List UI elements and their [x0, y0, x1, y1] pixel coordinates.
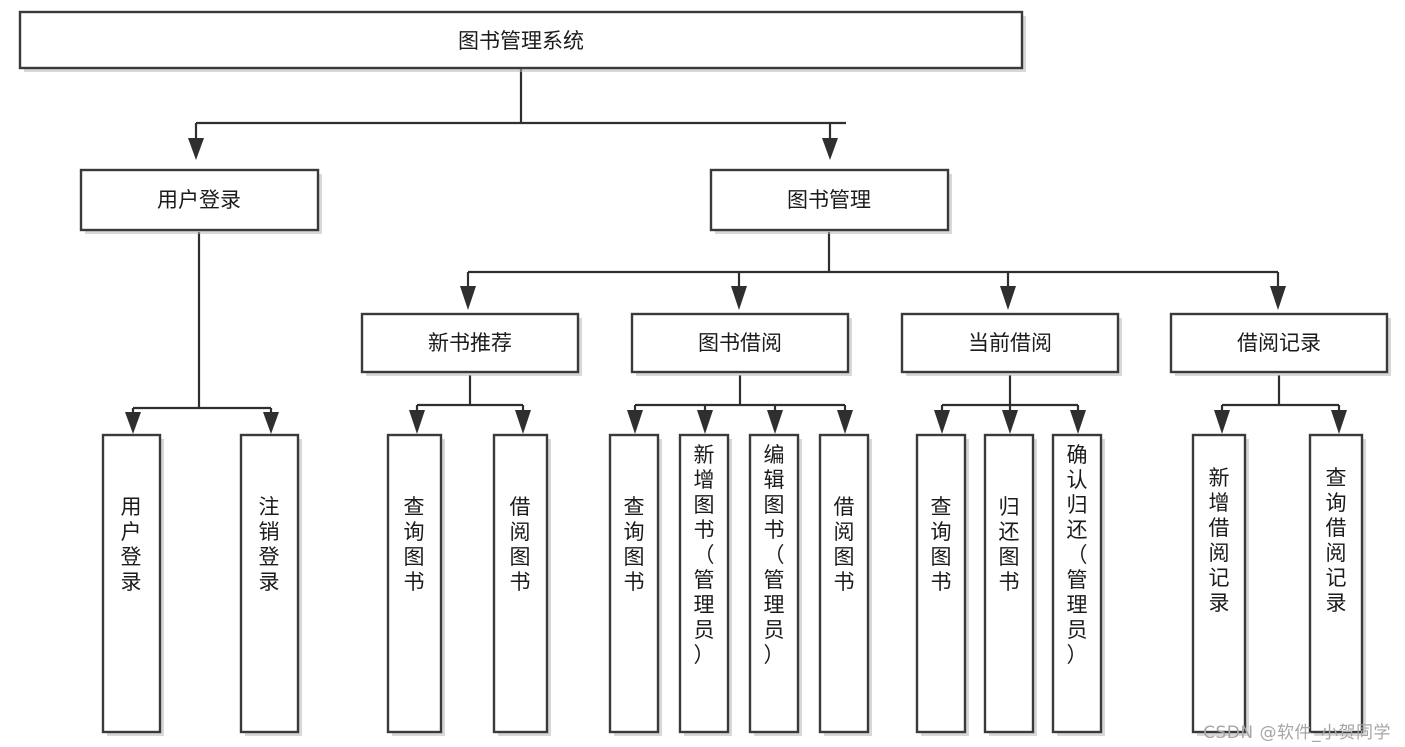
node-current-borrow[interactable]: 当前借阅	[900, 312, 1122, 376]
node-leaf-query-book-3-label: 查询图书	[931, 495, 952, 594]
node-leaf-edit-book-label: 编辑图书（管理员）	[764, 443, 785, 667]
node-user-login[interactable]: 用户登录	[79, 168, 322, 234]
node-new-book-recommend-box[interactable]	[360, 312, 580, 374]
arrow-userlogin-to-leaf-2	[263, 412, 279, 434]
node-leaf-logout-login-label: 注销登录	[259, 495, 280, 594]
node-borrow-record-box[interactable]	[1169, 312, 1389, 374]
watermark-text: CSDN @软件_小贺同学	[1203, 723, 1391, 743]
node-leaf-add-book-box[interactable]	[678, 433, 730, 734]
node-leaf-query-book-1-box[interactable]	[386, 433, 443, 734]
node-root[interactable]: 图书管理系统	[18, 10, 1026, 72]
node-borrow-record-label: 借阅记录	[1237, 331, 1321, 355]
node-leaf-borrow-book-2-box[interactable]	[818, 433, 870, 734]
node-leaf-confirm-return[interactable]: 确认归还（管理员）	[1051, 433, 1105, 736]
connector-group-user-login	[125, 232, 279, 434]
connector-group-borrow-record	[1214, 375, 1347, 434]
node-book-borrow-label: 图书借阅	[698, 331, 782, 355]
connector-group-current-borrow	[934, 375, 1086, 434]
arrow-borrowrecord-to-leaf-2	[1331, 410, 1347, 434]
node-leaf-confirm-return-box[interactable]	[1051, 433, 1103, 734]
connector-group-book-borrow	[627, 375, 853, 434]
node-leaf-edit-book-box[interactable]	[748, 433, 800, 734]
node-leaf-query-book-2-box[interactable]	[608, 433, 660, 734]
connector-group-new-book-recommend	[409, 375, 531, 434]
node-current-borrow-box[interactable]	[900, 312, 1120, 374]
node-leaf-borrow-book-2[interactable]: 借阅图书	[818, 433, 872, 736]
arrow-root-to-book-manage	[822, 138, 838, 160]
node-book-manage-label: 图书管理	[787, 188, 871, 212]
node-leaf-query-book-3-box[interactable]	[915, 433, 967, 734]
arrow-currentborrow-to-leaf-1	[934, 410, 950, 434]
node-leaf-logout-login-box[interactable]	[239, 433, 300, 734]
connector-group-book-manage	[460, 232, 1286, 310]
node-root-box[interactable]	[18, 10, 1024, 70]
node-leaf-query-record-box[interactable]	[1308, 433, 1364, 734]
node-leaf-user-login-box[interactable]	[101, 433, 162, 734]
node-leaf-borrow-book-1[interactable]: 借阅图书	[492, 433, 551, 736]
node-leaf-user-login-label: 用户登录	[121, 495, 142, 594]
node-leaf-return-book-label: 归还图书	[999, 495, 1020, 594]
arrow-bookmanage-to-current-borrow	[1000, 286, 1016, 310]
arrow-userlogin-to-leaf-1	[125, 412, 141, 434]
node-leaf-query-book-1-label: 查询图书	[404, 495, 425, 594]
node-leaf-add-book-label: 新增图书（管理员）	[694, 443, 715, 667]
node-leaf-query-book-1[interactable]: 查询图书	[386, 433, 445, 736]
arrow-bookborrow-to-leaf-2	[697, 410, 713, 434]
arrow-bookborrow-to-leaf-4	[837, 410, 853, 434]
node-leaf-add-record-box[interactable]	[1191, 433, 1247, 734]
arrow-bookmanage-to-new-book	[460, 286, 476, 310]
node-leaf-edit-book[interactable]: 编辑图书（管理员）	[748, 433, 802, 736]
node-user-login-label: 用户登录	[157, 188, 241, 212]
arrow-newbook-to-leaf-2	[515, 410, 531, 434]
arrow-bookmanage-to-borrow-record	[1270, 286, 1286, 310]
arrow-currentborrow-to-leaf-3	[1070, 410, 1086, 434]
node-new-book-recommend-label: 新书推荐	[428, 331, 512, 355]
node-book-manage-box[interactable]	[709, 168, 950, 232]
node-leaf-query-book-2-label: 查询图书	[624, 495, 645, 594]
node-leaf-user-login[interactable]: 用户登录	[101, 433, 164, 736]
node-book-manage[interactable]: 图书管理	[709, 168, 952, 234]
node-leaf-confirm-return-label: 确认归还（管理员）	[1067, 443, 1088, 667]
node-leaf-add-record-label: 新增借阅记录	[1209, 466, 1230, 615]
node-leaf-logout-login[interactable]: 注销登录	[239, 433, 302, 736]
arrow-borrowrecord-to-leaf-1	[1214, 410, 1230, 434]
node-book-borrow[interactable]: 图书借阅	[630, 312, 852, 376]
node-leaf-borrow-book-1-label: 借阅图书	[510, 495, 531, 594]
node-leaf-query-book-3[interactable]: 查询图书	[915, 433, 969, 736]
node-leaf-borrow-book-2-label: 借阅图书	[834, 495, 855, 594]
node-current-borrow-label: 当前借阅	[968, 331, 1052, 355]
node-new-book-recommend[interactable]: 新书推荐	[360, 312, 582, 376]
node-root-label: 图书管理系统	[458, 29, 584, 53]
arrow-bookmanage-to-book-borrow	[731, 286, 747, 310]
node-leaf-query-record[interactable]: 查询借阅记录	[1308, 433, 1366, 736]
node-leaf-query-record-label: 查询借阅记录	[1326, 466, 1347, 615]
node-leaf-add-record[interactable]: 新增借阅记录	[1191, 433, 1249, 736]
node-borrow-record[interactable]: 借阅记录	[1169, 312, 1391, 376]
arrow-currentborrow-to-leaf-2	[1002, 410, 1018, 434]
node-leaf-add-book[interactable]: 新增图书（管理员）	[678, 433, 732, 736]
node-user-login-box[interactable]	[79, 168, 320, 232]
arrow-bookborrow-to-leaf-1	[627, 410, 643, 434]
node-book-borrow-box[interactable]	[630, 312, 850, 374]
node-leaf-return-book[interactable]: 归还图书	[983, 433, 1037, 736]
arrow-root-to-user-login	[188, 138, 204, 160]
node-leaf-borrow-book-1-box[interactable]	[492, 433, 549, 734]
connector-group-root	[188, 68, 846, 160]
arrow-newbook-to-leaf-1	[409, 410, 425, 434]
node-leaf-return-book-box[interactable]	[983, 433, 1035, 734]
node-leaf-query-book-2[interactable]: 查询图书	[608, 433, 662, 736]
arrow-bookborrow-to-leaf-3	[767, 410, 783, 434]
